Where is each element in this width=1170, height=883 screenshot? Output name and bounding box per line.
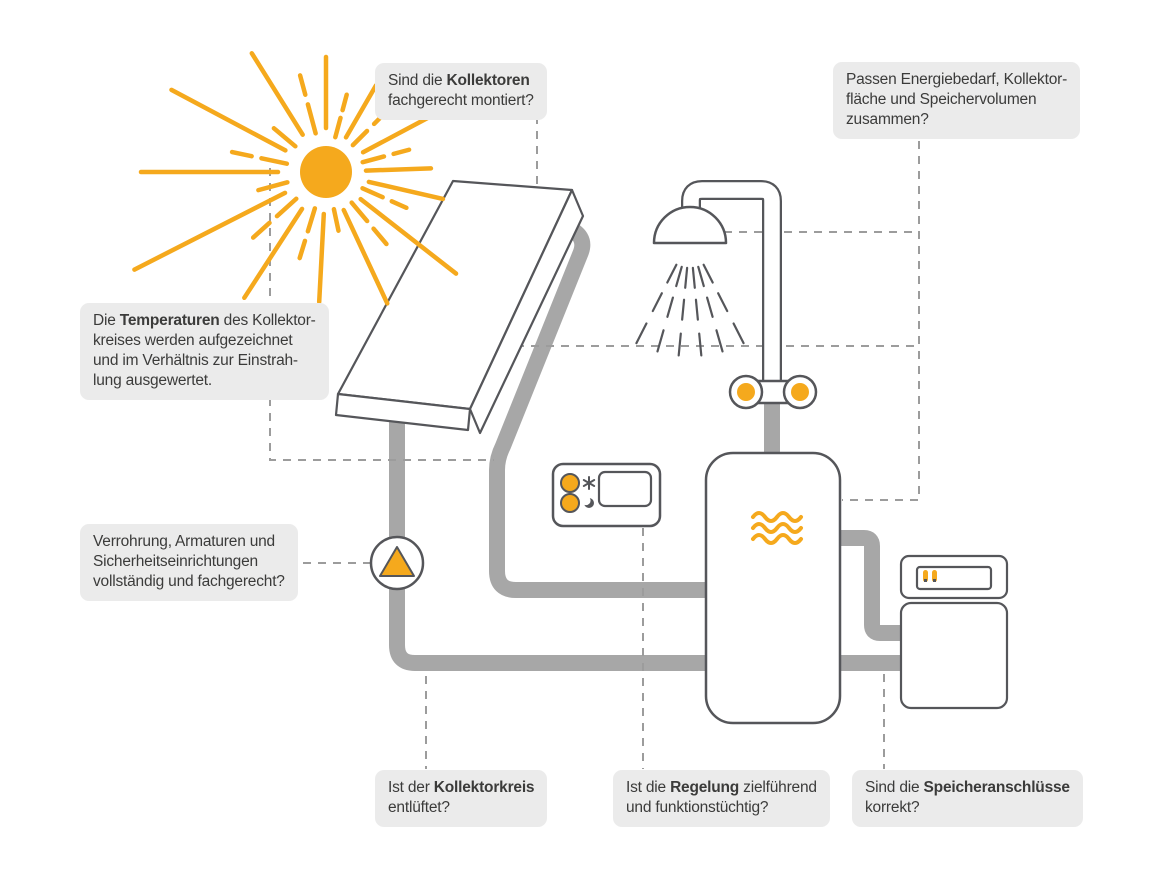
callout-text-pre: Sind die [865, 779, 924, 796]
callout-regelung: Ist die Regelung zielführend und funktio… [613, 770, 830, 827]
shower-icon [635, 180, 818, 410]
callout-text-pre: Ist der [388, 779, 434, 796]
day-glyph-icon [582, 476, 596, 490]
callout-text-pre: Verrohrung, Armaturen und Sicherheitsein… [93, 533, 285, 590]
shower-pipe-inner [683, 182, 780, 404]
collector-flow-pipe [489, 219, 720, 598]
callout-text-pre: Passen Energiebedarf, Kollektor- fläche … [846, 71, 1068, 128]
callout-text-post: zielführend und funktionstüchtig? [626, 779, 817, 816]
tank-body [704, 451, 842, 725]
boiler-body [899, 601, 1009, 710]
flame-1-base [924, 579, 927, 582]
boiler-display [915, 565, 993, 591]
heat-wave-2 [751, 522, 803, 534]
callout-text-bold: Kollektoren [446, 72, 530, 89]
callout-verrohrung: Verrohrung, Armaturen und Sicherheitsein… [80, 524, 298, 601]
mixer-valve-icon [728, 374, 818, 410]
collector-return-pipe [389, 412, 905, 671]
sun-rays [132, 51, 459, 306]
callout-speicheranschluesse: Sind die Speicheranschlüsse korrekt? [852, 770, 1083, 827]
callout-text-bold: Temperaturen [119, 312, 220, 329]
sun-icon [132, 51, 459, 306]
shower-head [652, 205, 728, 245]
controller-icon [551, 462, 662, 528]
tank-boiler-pipe [836, 530, 904, 641]
flame-indicator-icon [923, 570, 937, 582]
pipes [389, 219, 905, 671]
callout-text-bold: Kollektorkreis [433, 779, 535, 796]
connector-energiebedarf-vertical [842, 141, 920, 501]
callout-kollektorkreis: Ist der Kollektorkreis entlüftet? [375, 770, 548, 827]
callout-temperaturen: Die Temperaturen des Kollektor- kreises … [80, 303, 329, 400]
shower-spray [635, 263, 745, 357]
callout-text-pre: Ist die [626, 779, 671, 796]
callout-energiebedarf: Passen Energiebedarf, Kollektor- fläche … [833, 62, 1081, 139]
heat-wave-1 [751, 511, 803, 523]
callout-text-bold: Speicheranschlüsse [923, 779, 1071, 796]
night-mode-icon [560, 493, 580, 513]
callout-kollektoren: Sind die Kollektoren fachgerecht montier… [375, 63, 547, 120]
flame-2-base [933, 579, 936, 582]
storage-tank-icon [704, 451, 842, 725]
pump-triangle [379, 546, 415, 577]
callout-text-bold: Regelung [670, 779, 740, 796]
sun-disc [300, 146, 352, 198]
day-mode-icon [560, 473, 580, 493]
callout-text-post: entlüftet? [388, 799, 450, 816]
controller-display [597, 470, 653, 508]
solar-collector-icon [334, 179, 585, 435]
boiler-icon [899, 554, 1009, 710]
dashed-connectors [269, 116, 920, 769]
heat-waves-icon [751, 511, 803, 545]
night-glyph-icon [581, 495, 594, 508]
collector-front-face [334, 392, 472, 432]
callout-text-post: fachgerecht montiert? [388, 92, 534, 109]
callout-text-post: des Kollektor- kreises werden aufgezeich… [93, 312, 316, 389]
mixer-knob-left-center [737, 383, 755, 401]
callout-text-post: korrekt? [865, 799, 920, 816]
callout-text-pre: Sind die [388, 72, 447, 89]
pump-icon [369, 535, 425, 591]
heat-wave-3 [751, 533, 803, 545]
mixer-knob-right-center [791, 383, 809, 401]
callout-text-pre: Die [93, 312, 120, 329]
connector-temperaturen-pipes [269, 398, 494, 461]
collector-side-face [468, 188, 585, 435]
